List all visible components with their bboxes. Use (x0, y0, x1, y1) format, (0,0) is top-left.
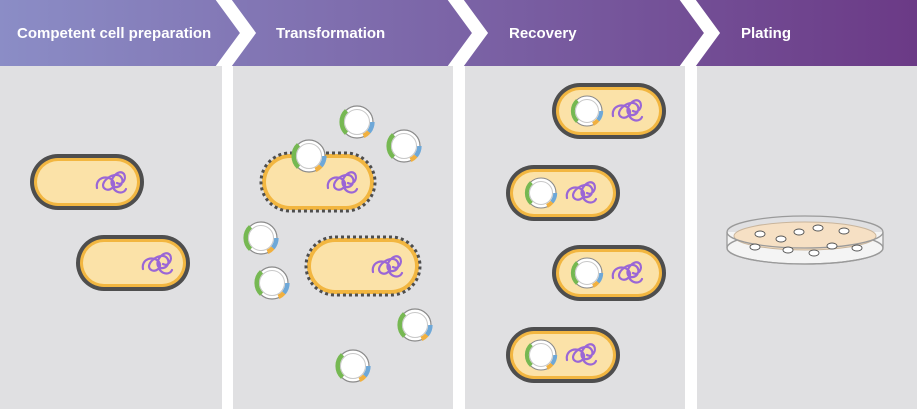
bacterial-colonies (749, 224, 863, 257)
bacterial-colony-icon (749, 243, 761, 251)
plasmid-icon (256, 267, 288, 299)
transformed-cell-icon (552, 83, 666, 139)
chevron-arrow-icon (447, 0, 489, 66)
chevron-arrow-icon (215, 0, 257, 66)
bacterial-colony-icon (782, 246, 794, 254)
transformed-cell-icon (506, 327, 620, 383)
chevron-arrow-icon (679, 0, 721, 66)
petri-dish-icon (726, 215, 884, 265)
step-label-transformation: Transformation (276, 25, 385, 42)
bacterial-colony-icon (775, 235, 787, 243)
bacterial-colony-icon (754, 230, 766, 238)
step-chevrons (215, 0, 721, 66)
plasmid-icon (399, 309, 431, 341)
bacterial-colony-icon (793, 228, 805, 236)
plasmid-icon (293, 140, 325, 172)
bacterial-colony-icon (808, 249, 820, 257)
bacterial-colony-icon (812, 224, 824, 232)
header-band: Competent cell preparation Transformatio… (0, 0, 917, 66)
bacterial-colony-icon (826, 242, 838, 250)
bacterial-colony-icon (838, 227, 850, 235)
step-label-competent-cell-preparation: Competent cell preparation (17, 25, 211, 42)
plasmid-icon (388, 130, 420, 162)
plasmid-icon (245, 222, 277, 254)
bacterial-cell-icon (30, 154, 144, 210)
step-label-recovery: Recovery (509, 25, 577, 42)
bacterial-colony-icon (851, 244, 863, 252)
step-panels (0, 66, 917, 409)
plasmid-icon (337, 350, 369, 382)
transformed-cell-icon (506, 165, 620, 221)
step-label-plating: Plating (741, 25, 791, 42)
transformed-cell-icon (552, 245, 666, 301)
permeable-cell-icon (304, 235, 422, 297)
plasmid-icon (341, 106, 373, 138)
bacterial-cell-icon (76, 235, 190, 291)
